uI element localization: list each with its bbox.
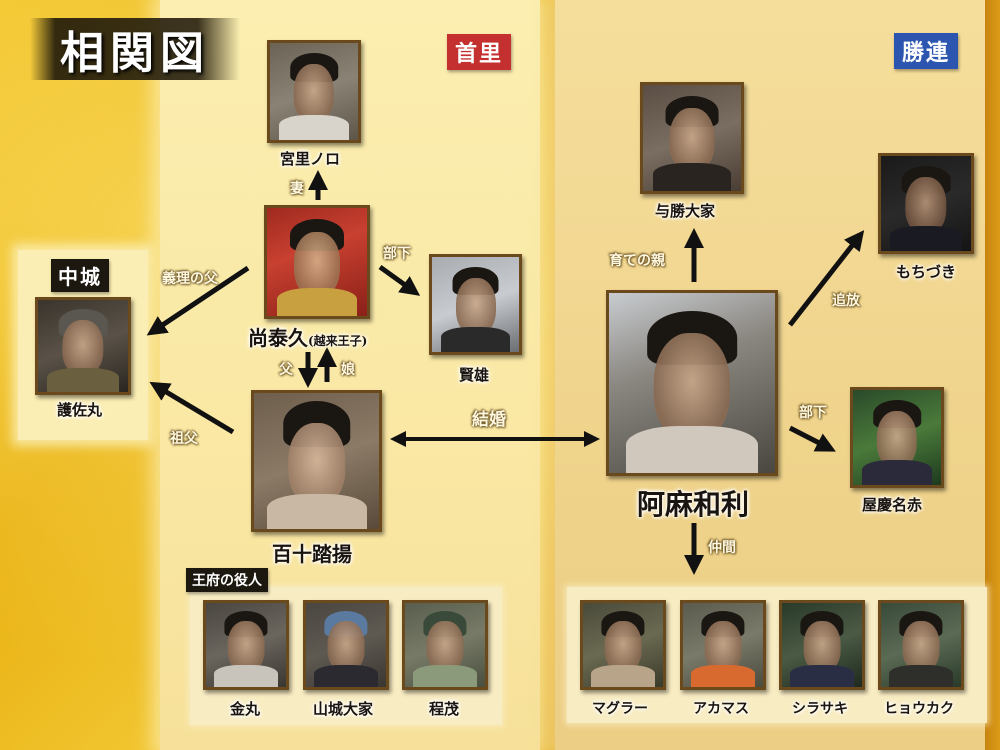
portrait-yokatsu-ufuya[interactable] bbox=[640, 82, 744, 194]
name-shirasaki: シラサキ bbox=[792, 701, 848, 717]
relation-label-grandfather: 祖父 bbox=[170, 431, 198, 447]
relation-label-daughter: 娘 bbox=[341, 362, 355, 378]
katsuren-faction-label: 勝連 bbox=[894, 33, 959, 69]
name-magura: マグラー bbox=[592, 701, 648, 717]
name-teimo: 程茂 bbox=[429, 700, 460, 718]
diagram-title-box: 相関図 bbox=[30, 18, 240, 80]
relation-label-subordinate-yagenaaka: 部下 bbox=[799, 405, 827, 421]
name-yagenaaka: 屋慶名赤 bbox=[862, 496, 923, 514]
name-amawari: 阿麻和利 bbox=[637, 488, 750, 521]
name-gosamaru: 護佐丸 bbox=[57, 401, 103, 419]
relation-label-exile: 追放 bbox=[832, 293, 860, 309]
portrait-mochizuki[interactable] bbox=[878, 153, 974, 254]
name-kenyu: 賢雄 bbox=[459, 366, 490, 384]
portrait-magura[interactable] bbox=[580, 600, 666, 690]
portrait-sho-taikyu[interactable] bbox=[264, 205, 370, 319]
portrait-teimo[interactable] bbox=[402, 600, 488, 690]
name-sho-taikyu: 尚泰久(越来王子) bbox=[248, 322, 367, 351]
portrait-hyoukaku[interactable] bbox=[878, 600, 964, 690]
relation-label-marriage: 結婚 bbox=[472, 410, 506, 430]
portrait-miyazato-noro[interactable] bbox=[267, 40, 361, 143]
name-momoto-fumiagari: 百十踏揚 bbox=[272, 542, 352, 566]
name-sho-taikyu-subtitle: (越来王子) bbox=[308, 334, 368, 348]
nakagusuku-faction-label: 中城 bbox=[51, 259, 109, 292]
name-mochizuki: もちづき bbox=[896, 263, 957, 281]
relation-label-foster-parent: 育ての親 bbox=[609, 253, 665, 269]
portrait-amawari[interactable] bbox=[606, 290, 778, 476]
portrait-akamasu[interactable] bbox=[680, 600, 766, 690]
name-yamagusuku-ufuya: 山城大家 bbox=[313, 700, 374, 718]
portrait-yamagusuku-ufuya[interactable] bbox=[303, 600, 389, 690]
name-kanamaru: 金丸 bbox=[230, 700, 261, 718]
name-yokatsu-ufuya: 与勝大家 bbox=[655, 202, 716, 220]
name-miyazato-noro: 宮里ノロ bbox=[280, 150, 341, 168]
diagram-title: 相関図 bbox=[60, 28, 210, 79]
ofu-group-label: 王府の役人 bbox=[186, 568, 268, 592]
name-sho-taikyu-main: 尚泰久 bbox=[248, 326, 308, 350]
relation-label-wife: 妻 bbox=[290, 181, 304, 197]
shuri-faction-label: 首里 bbox=[447, 34, 512, 70]
name-akamasu: アカマス bbox=[693, 701, 749, 717]
relation-label-comrades: 仲間 bbox=[708, 540, 736, 556]
relation-label-father-in-law: 義理の父 bbox=[162, 271, 218, 287]
name-hyoukaku: ヒョウカク bbox=[884, 701, 954, 717]
portrait-yagenaaka[interactable] bbox=[850, 387, 944, 488]
portrait-momoto-fumiagari[interactable] bbox=[251, 390, 382, 532]
relation-label-father: 父 bbox=[279, 362, 293, 378]
relation-label-subordinate-kenyu: 部下 bbox=[383, 246, 411, 262]
portrait-shirasaki[interactable] bbox=[779, 600, 865, 690]
portrait-kenyu[interactable] bbox=[429, 254, 522, 355]
portrait-gosamaru[interactable] bbox=[35, 297, 131, 395]
portrait-kanamaru[interactable] bbox=[203, 600, 289, 690]
